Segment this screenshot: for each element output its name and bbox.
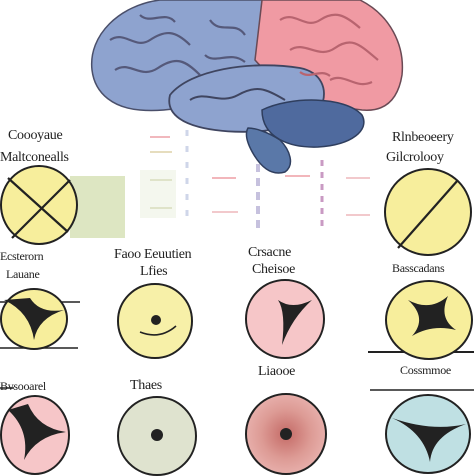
label: Lauane [6, 267, 40, 281]
label: Bvsooarel [0, 379, 46, 393]
star-symbol [4, 298, 64, 340]
diagonal-line-symbol [397, 179, 459, 249]
dot-symbol [151, 429, 163, 441]
brain-temporal-gyri [189, 88, 286, 101]
label: Maltconealls [0, 150, 69, 165]
label: Thaes [130, 378, 162, 393]
star-symbol [278, 300, 312, 345]
label: Crsacne [248, 245, 291, 260]
label: Cheisoe [252, 262, 296, 277]
brain-stem [245, 127, 292, 174]
dot-symbol [280, 428, 292, 440]
circle-yellow-right [384, 168, 472, 256]
green-panel [70, 176, 125, 238]
star-symbol [8, 404, 66, 460]
label: Coooyaue [8, 128, 63, 143]
label: Basscadans [392, 261, 445, 275]
label: Liaooe [258, 364, 296, 379]
label: Ecsterorn [0, 249, 44, 263]
label: Lfies [140, 264, 168, 279]
brain-gyri-left [109, 14, 246, 76]
dot-symbol [151, 315, 161, 325]
light-panel [140, 170, 176, 218]
star-symbol [408, 296, 456, 336]
star-symbol [392, 418, 466, 462]
label: Faoo Eeuutien [114, 247, 192, 262]
label: Rlnbeoeery [392, 130, 454, 145]
label: Cossmmoe [400, 363, 451, 377]
arc-symbol [139, 325, 177, 336]
label: Gilcrolooy [386, 150, 444, 165]
brain-gyri-right [279, 13, 379, 86]
cross-symbol [7, 177, 71, 239]
